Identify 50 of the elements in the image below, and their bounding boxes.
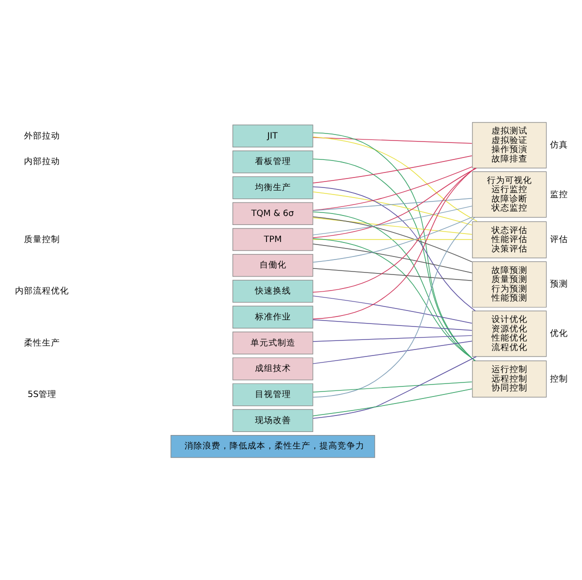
- node-label: 仿真: [550, 140, 568, 151]
- connector: [312, 296, 472, 324]
- node-box: 消除浪费，降低成本，柔性生产，提高竞争力: [170, 435, 376, 458]
- connector: [312, 155, 472, 184]
- node-box: 现场改善: [232, 409, 314, 432]
- connector: [312, 388, 472, 416]
- label: 5S管理: [28, 390, 57, 400]
- node-label: 控制: [550, 374, 568, 384]
- connector: [312, 244, 472, 274]
- node-box: 单元式制造: [232, 332, 314, 354]
- label: 质量控制: [24, 234, 60, 245]
- node-box: 均衡生产: [232, 176, 314, 200]
- connector: [312, 166, 472, 211]
- node-box: 快速换线: [232, 280, 314, 303]
- connector: [312, 168, 476, 293]
- connector: [312, 319, 472, 331]
- connector: [312, 186, 476, 312]
- node-box: 自働化: [232, 254, 314, 277]
- node-box: TPM: [232, 228, 314, 251]
- label: 内部拉动: [24, 157, 60, 168]
- node-box: 目视管理: [232, 383, 314, 406]
- connector: [312, 168, 476, 320]
- node-box: 成组技术: [232, 357, 314, 380]
- label: 内部流程优化: [15, 286, 70, 297]
- connector: [312, 206, 472, 236]
- node-label: 优化: [550, 329, 568, 340]
- label: 外部拉动: [24, 131, 60, 142]
- connector: [312, 238, 476, 361]
- connector: [312, 268, 472, 282]
- connector: [312, 198, 472, 211]
- node-label: 监控: [550, 190, 568, 200]
- label: 柔性生产: [24, 338, 60, 348]
- connector: [312, 137, 472, 144]
- connector: [312, 382, 472, 393]
- node-label: 预测: [550, 280, 568, 290]
- node-label: 评估: [550, 235, 568, 246]
- connector: [312, 192, 472, 226]
- connector: [312, 239, 472, 240]
- connector: [312, 217, 472, 235]
- connector: [312, 212, 476, 361]
- connector: [312, 136, 478, 222]
- connector: [312, 335, 472, 342]
- node-box: TQM & 6σ: [232, 202, 314, 226]
- node-box: JIT: [232, 124, 314, 148]
- connector: [312, 340, 472, 364]
- connector: [312, 168, 477, 238]
- node-box: 看板管理: [232, 150, 314, 174]
- connector: [312, 217, 476, 398]
- node-box: 标准作业: [232, 306, 314, 328]
- connector: [312, 356, 477, 419]
